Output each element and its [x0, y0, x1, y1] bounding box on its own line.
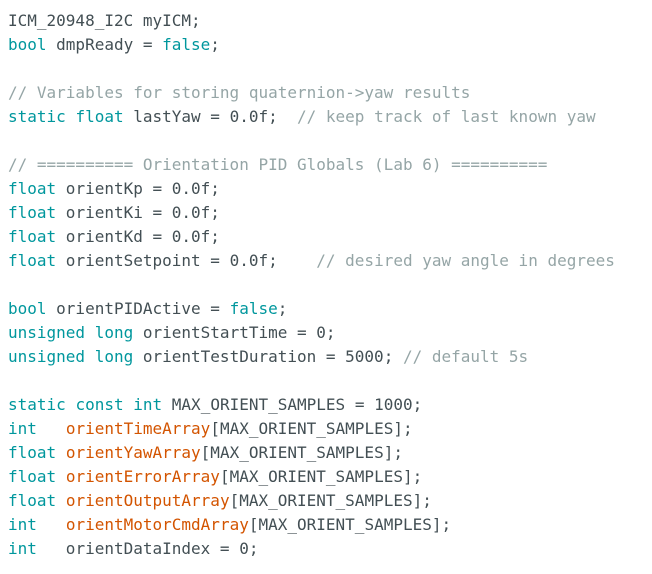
keyword-token: float — [8, 251, 57, 270]
keyword-token: float — [75, 107, 124, 126]
keyword-token: int — [8, 539, 37, 558]
code-text: [MAX_ORIENT_SAMPLES]; — [219, 467, 423, 486]
code-line[interactable]: int orientDataIndex = 0; — [8, 537, 652, 561]
keyword-token: int — [8, 419, 37, 438]
code-text: [MAX_ORIENT_SAMPLES]; — [200, 443, 403, 462]
identifier-token: orientErrorArray — [65, 467, 220, 486]
keyword-token: false — [229, 299, 278, 318]
code-line[interactable]: int orientMotorCmdArray[MAX_ORIENT_SAMPL… — [8, 513, 652, 537]
code-line[interactable]: // Variables for storing quaternion->yaw… — [8, 81, 652, 105]
keyword-token: float — [8, 203, 57, 222]
code-text — [37, 515, 66, 534]
code-line[interactable]: static float lastYaw = 0.0f; // keep tra… — [8, 105, 652, 129]
code-line[interactable]: int orientTimeArray[MAX_ORIENT_SAMPLES]; — [8, 417, 652, 441]
code-text: [MAX_ORIENT_SAMPLES]; — [248, 515, 452, 534]
comment-token: // default 5s — [402, 347, 529, 366]
keyword-token: long — [94, 323, 134, 342]
code-text: [MAX_ORIENT_SAMPLES]; — [229, 491, 432, 510]
code-text — [66, 395, 76, 414]
keyword-token: unsigned — [8, 323, 86, 342]
comment-token: // desired yaw angle in degrees — [316, 251, 615, 270]
code-text — [85, 347, 95, 366]
code-line[interactable]: float orientSetpoint = 0.0f; // desired … — [8, 249, 652, 273]
identifier-token: orientYawArray — [65, 443, 201, 462]
code-text — [66, 107, 76, 126]
comment-token: // ========== Orientation PID Globals (L… — [8, 155, 548, 174]
code-line[interactable]: static const int MAX_ORIENT_SAMPLES = 10… — [8, 393, 652, 417]
keyword-token: false — [162, 35, 211, 54]
code-line[interactable] — [8, 129, 652, 153]
code-text: orientDataIndex = 0; — [36, 539, 259, 558]
keyword-token: bool — [8, 299, 47, 318]
code-text: [MAX_ORIENT_SAMPLES]; — [210, 419, 413, 438]
code-line[interactable]: ICM_20948_I2C myICM; — [8, 9, 652, 33]
keyword-token: int — [8, 515, 37, 534]
code-line[interactable]: float orientKd = 0.0f; — [8, 225, 652, 249]
code-line[interactable] — [8, 369, 652, 393]
code-text: ; — [277, 299, 288, 318]
code-text — [37, 419, 66, 438]
code-line[interactable]: float orientErrorArray[MAX_ORIENT_SAMPLE… — [8, 465, 652, 489]
comment-token: // keep track of last known yaw — [297, 107, 596, 126]
code-line[interactable]: unsigned long orientTestDuration = 5000;… — [8, 345, 652, 369]
code-line[interactable]: float orientKi = 0.0f; — [8, 201, 652, 225]
keyword-token: unsigned — [8, 347, 86, 366]
code-text: orientSetpoint = 0.0f; — [56, 251, 317, 270]
code-text — [124, 395, 134, 414]
keyword-token: float — [8, 491, 57, 510]
keyword-token: float — [8, 443, 57, 462]
code-text — [85, 323, 95, 342]
keyword-token: float — [8, 179, 57, 198]
identifier-token: orientMotorCmdArray — [65, 515, 249, 534]
code-line[interactable]: unsigned long orientStartTime = 0; — [8, 321, 652, 345]
code-text — [56, 491, 66, 510]
code-text: ICM_20948_I2C myICM; — [8, 11, 201, 30]
code-text: lastYaw = 0.0f; — [123, 107, 297, 126]
code-line[interactable] — [8, 57, 652, 81]
code-text: orientKd = 0.0f; — [56, 227, 220, 246]
code-text — [56, 443, 66, 462]
code-line[interactable]: bool dmpReady = false; — [8, 33, 652, 57]
keyword-token: const — [75, 395, 124, 414]
code-text: ; — [210, 35, 220, 54]
code-text: orientTestDuration = 5000; — [133, 347, 403, 366]
keyword-token: long — [94, 347, 134, 366]
code-text — [56, 467, 66, 486]
keyword-token: static — [8, 395, 66, 414]
code-text: orientPIDActive = — [46, 299, 230, 318]
code-text: MAX_ORIENT_SAMPLES = 1000; — [162, 395, 423, 414]
keyword-token: static — [8, 107, 66, 126]
code-text: dmpReady = — [46, 35, 163, 54]
code-line[interactable]: // ========== Orientation PID Globals (L… — [8, 153, 652, 177]
comment-token: // Variables for storing quaternion->yaw… — [8, 83, 471, 102]
code-line[interactable] — [8, 273, 652, 297]
code-text: orientKi = 0.0f; — [56, 203, 220, 222]
code-line[interactable]: float orientKp = 0.0f; — [8, 177, 652, 201]
code-line[interactable]: bool orientPIDActive = false; — [8, 297, 652, 321]
identifier-token: orientTimeArray — [65, 419, 211, 438]
keyword-token: int — [133, 395, 163, 414]
keyword-token: float — [8, 227, 57, 246]
code-text: orientStartTime = 0; — [133, 323, 336, 342]
code-line[interactable]: float orientYawArray[MAX_ORIENT_SAMPLES]… — [8, 441, 652, 465]
code-line[interactable]: float orientOutputArray[MAX_ORIENT_SAMPL… — [8, 489, 652, 513]
identifier-token: orientOutputArray — [65, 491, 230, 510]
code-text: orientKp = 0.0f; — [56, 179, 220, 198]
keyword-token: bool — [8, 35, 47, 54]
keyword-token: float — [8, 467, 57, 486]
